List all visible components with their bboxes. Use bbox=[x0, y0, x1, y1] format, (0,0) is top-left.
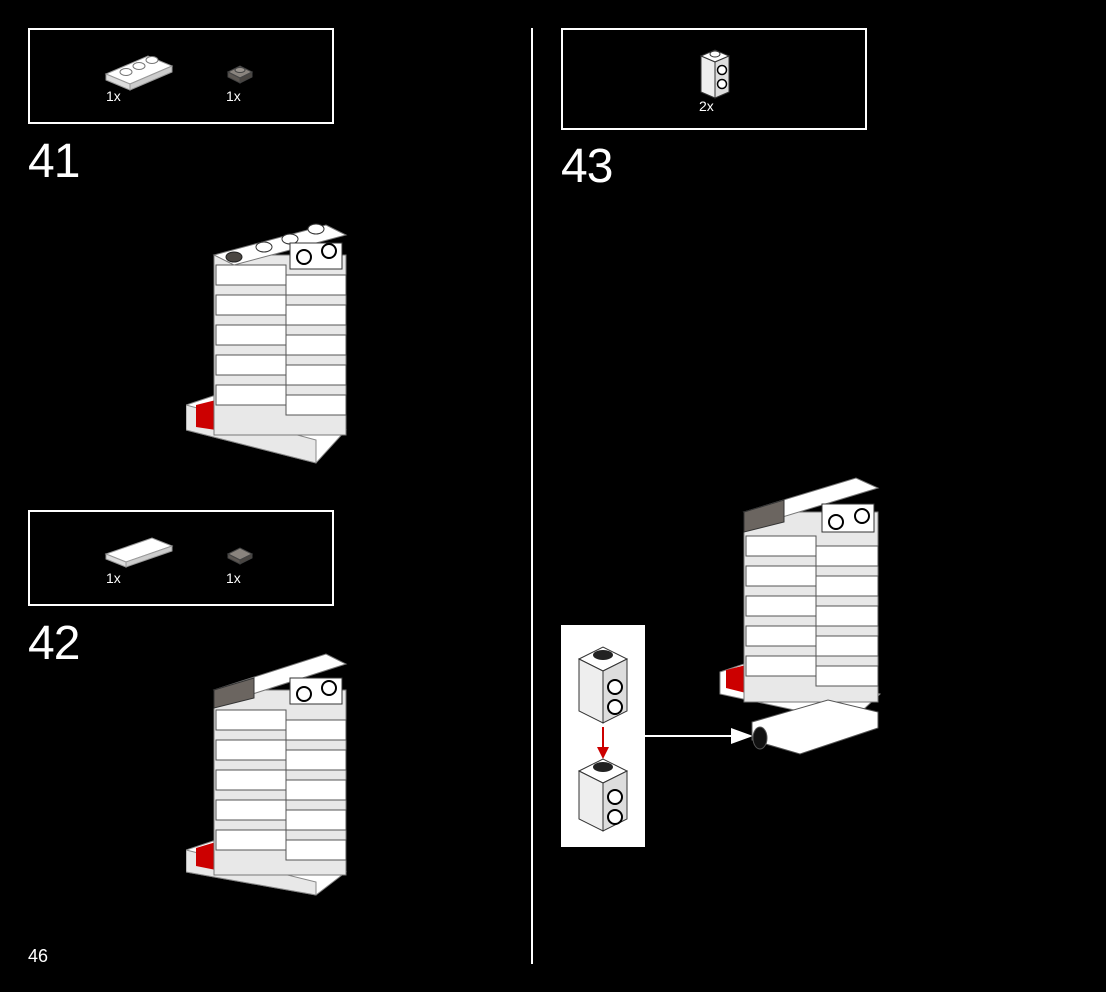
placement-arrow bbox=[645, 728, 753, 744]
tile-1x4-icon bbox=[104, 537, 174, 568]
part-qty: 1x bbox=[106, 88, 121, 104]
plate-1x3-icon bbox=[104, 55, 174, 91]
round-plate-dark-icon bbox=[226, 65, 254, 84]
brick-stack-icon bbox=[577, 646, 629, 832]
step-number-42: 42 bbox=[28, 617, 80, 670]
column-divider bbox=[531, 28, 533, 964]
parts-box-step-42: 1x 1x bbox=[28, 510, 334, 606]
subassembly-callout bbox=[561, 625, 645, 847]
brick-studs-on-side-icon bbox=[699, 49, 731, 99]
building-model-step-41 bbox=[186, 223, 348, 464]
part-qty: 1x bbox=[106, 570, 121, 586]
part-qty: 1x bbox=[226, 570, 241, 586]
building-model-step-43 bbox=[719, 477, 882, 755]
building-model-step-42 bbox=[186, 653, 348, 896]
tile-dark-icon bbox=[226, 547, 254, 565]
part-qty: 2x bbox=[699, 98, 714, 114]
step-number-43: 43 bbox=[561, 140, 613, 193]
page-number: 46 bbox=[28, 946, 49, 966]
part-qty: 1x bbox=[226, 88, 241, 104]
parts-box-step-41: 1x 1x bbox=[28, 28, 334, 124]
parts-box-step-43: 2x bbox=[561, 28, 867, 130]
step-number-41: 41 bbox=[28, 135, 80, 188]
